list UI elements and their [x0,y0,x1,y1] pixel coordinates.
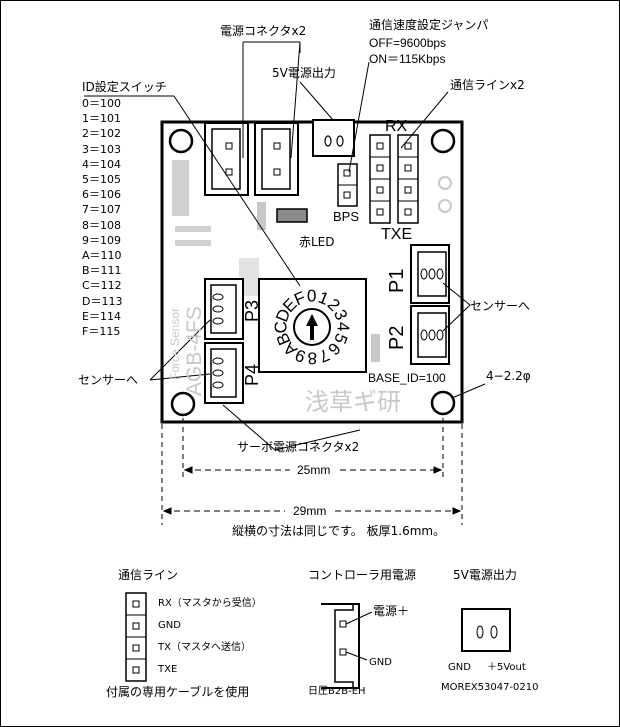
id-map-item: 2＝102 [82,127,121,141]
mount-hole [170,391,196,417]
power-connector-label: 電源コネクタx2 [220,24,307,38]
silk-block [175,226,211,232]
bps-label: BPS [333,209,360,224]
legend-comm-pin: TXE [158,664,178,675]
id-map-item: 4＝104 [82,157,121,171]
p2-label: P2 [386,325,408,350]
mount-hole [430,128,456,154]
id-map-item: 9＝109 [82,233,121,247]
dimension-note: 縦横の寸法は同じです。 板厚1.6mm。 [232,524,446,538]
red-led [276,208,308,223]
mount-hole [430,390,456,416]
silk-block [175,240,211,246]
id-map-item: 1＝101 [82,112,121,126]
leader-lines [84,41,486,451]
silk-block [172,160,189,216]
legend-ctrl-title: コントローラ用電源 [308,568,417,582]
p4-label: P4 [242,363,262,386]
sensor-connector-p4 [204,342,244,404]
id-map-item: F＝115 [82,325,121,339]
silk-block [371,334,380,362]
power-connector-left [204,122,249,196]
bps-off-note: OFF=9600bps [369,36,447,50]
p1-label: P1 [386,268,408,293]
rx-label: RX [385,118,408,135]
id-map-item: 6＝106 [82,188,121,202]
bps-jumper [337,163,358,207]
id-map-item: A＝110 [82,249,122,263]
id-map-item: 8＝108 [82,218,121,232]
legend-comm-pin: GND [158,620,181,631]
legend-ctrl-part: 日圧B2B-EH [308,686,366,697]
dial-char: 8 [307,348,317,367]
legend-5v-title: 5V電源出力 [453,568,517,582]
legend-comm-pins [125,592,147,682]
legend-5v-vout: ＋5Vout [487,662,526,673]
out5v-connector [312,119,355,157]
legend-ctrl-gnd: GND [369,657,392,668]
dial-char: 4 [333,322,352,332]
servo-connector-label: サーボ電源コネクタx2 [237,440,360,454]
sensor-connector-p2 [410,305,450,365]
legend-comm-title: 通信ライン [118,568,179,582]
legend-5v-gnd: GND [448,662,471,673]
txe-label: TXE [381,226,413,243]
id-switch-label: ID設定スイッチ [82,80,167,94]
sensor-callout-left: センサーへ [78,373,139,387]
dial-char: 0 [307,286,317,305]
p3-label: P3 [242,299,262,322]
bps-on-note: ON＝115Kbps [369,52,446,66]
legend-5v-part: MOREX53047-0210 [441,682,539,693]
id-map-item: 0＝100 [82,97,121,110]
sensor-connector-p1 [410,244,450,304]
sensor-callout-right: センサーへ [470,299,531,313]
legend-ctrl-connector [321,603,373,689]
comm-line-label: 通信ラインx2 [450,78,525,92]
legend-comm-cable: 付属の専用ケーブルを使用 [106,685,250,699]
hole-callout: 4−2.2φ [486,369,531,383]
silk-maker: 浅草ギ研 [305,388,401,416]
id-map-item: C＝112 [82,279,122,293]
id-map-item: 5＝105 [82,173,121,187]
id-map-item: 3＝103 [82,142,121,156]
silk-force-sensor: Force Sensor [168,307,182,380]
bps-jumper-title: 通信速度設定ジャンパ [369,18,489,32]
dimension-lines [161,418,463,525]
legend-comm-pin: RX（マスタから受信） [158,598,262,609]
legend-comm-pin: TX（マスタへ送信） [158,642,251,653]
dim-29mm: 29mm [293,504,327,518]
comm-header-right [397,134,419,224]
comm-header-left [369,134,391,224]
id-map-item: D＝113 [82,294,123,308]
red-led-label: 赤LED [299,235,335,249]
legend-5v-connector [461,608,511,652]
legend-ctrl-plus: 電源＋ [373,604,410,618]
silk-block [257,202,266,230]
silk-model: AGB-4FS [183,306,206,396]
id-map-item: E＝114 [82,309,121,323]
sensor-connector-p3 [204,278,244,340]
id-map-item: 7＝107 [82,203,121,217]
dim-25mm: 25mm [297,463,331,477]
base-id-label: BASE_ID=100 [368,371,446,385]
power-connector-right [254,122,299,196]
dial-char: C [271,321,290,333]
id-map-item: B＝111 [82,264,122,278]
out5v-label: 5V電源出力 [272,66,336,80]
mount-hole [168,128,194,154]
id-map-list: 0＝100 1＝101 2＝102 3＝103 4＝104 5＝105 6＝10… [82,96,122,339]
